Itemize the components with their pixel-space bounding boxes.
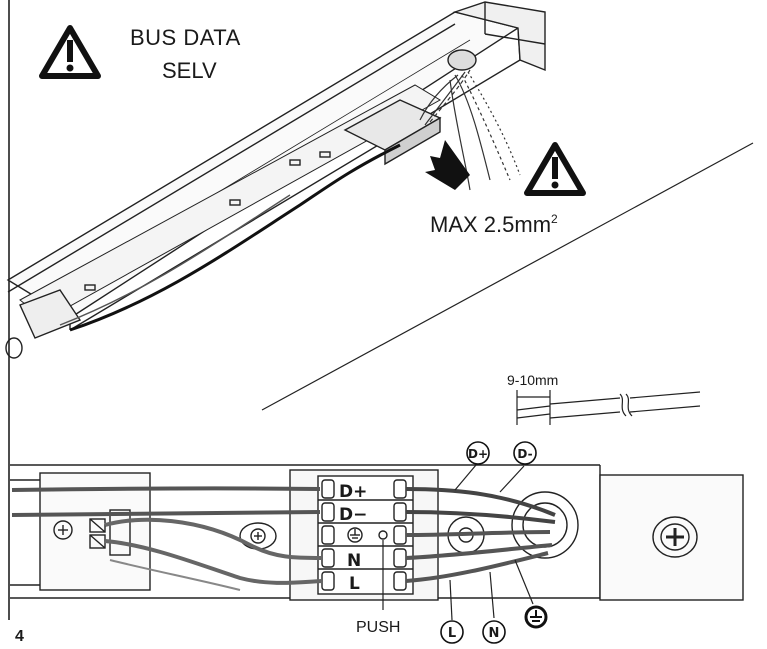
page-number: 4: [15, 628, 24, 645]
separator-line: [261, 142, 754, 411]
selv-label: SELV: [162, 58, 217, 83]
svg-text:N: N: [489, 626, 500, 641]
bottom-wiring: [11, 464, 556, 621]
max-wire-size-label: MAX 2.5mm2: [430, 212, 558, 237]
wire-label-d-plus: D+: [466, 441, 490, 465]
wire-label-n: N: [482, 620, 506, 644]
black-cable: [69, 143, 401, 332]
terminal-l: L: [349, 574, 360, 594]
svg-text:D+: D+: [468, 447, 488, 461]
push-label: PUSH: [356, 619, 400, 636]
wire-bundle: [419, 69, 521, 191]
wire-label-d-minus: D-: [513, 441, 537, 465]
earth-icon: [524, 605, 548, 629]
luminaire-top-view: [10, 464, 744, 601]
svg-text:D-: D-: [517, 447, 532, 461]
wire-strip-detail: [516, 390, 701, 425]
wire-label-l: L: [440, 620, 464, 644]
terminal-d-plus: D+: [339, 482, 367, 502]
warning-icon: [524, 142, 586, 196]
svg-text:L: L: [448, 626, 456, 641]
bus-data-label: BUS DATA: [130, 25, 241, 50]
insert-arrow: [425, 140, 470, 190]
warning-icon: [39, 25, 101, 79]
terminal-d-minus: D−: [339, 505, 367, 525]
terminal-n: N: [347, 551, 361, 571]
strip-length-label: 9-10mm: [507, 372, 558, 388]
